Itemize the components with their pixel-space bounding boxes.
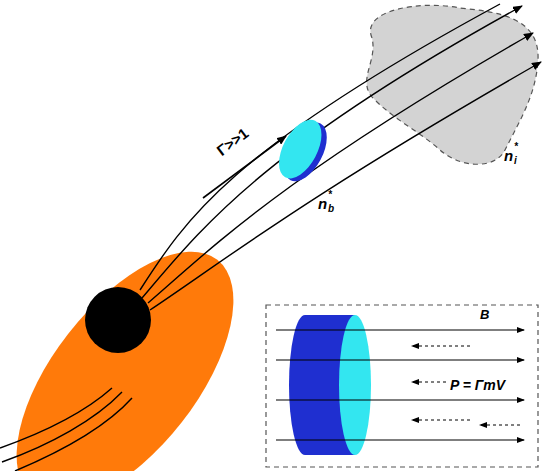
subscript: i xyxy=(514,156,517,166)
momentum-label: P = ΓmV xyxy=(448,377,507,393)
cylinder xyxy=(289,315,371,455)
star-superscript: * xyxy=(514,142,518,152)
momentum-arrows xyxy=(412,346,520,425)
inset-box xyxy=(266,305,538,467)
density-symbol: n xyxy=(504,148,513,163)
blob xyxy=(270,113,335,188)
inset-field-lines xyxy=(276,330,524,440)
black-hole xyxy=(85,287,151,353)
subscript: b xyxy=(328,204,334,214)
star-superscript: * xyxy=(328,190,332,200)
field-label: B xyxy=(478,307,491,322)
field-lines xyxy=(0,388,132,471)
density-symbol: n xyxy=(318,196,327,211)
jet-lines xyxy=(140,4,541,310)
cloud xyxy=(367,5,538,164)
inset-panel: B P = ΓmV xyxy=(266,305,538,467)
gamma-label: Γ>>1 xyxy=(214,125,251,158)
